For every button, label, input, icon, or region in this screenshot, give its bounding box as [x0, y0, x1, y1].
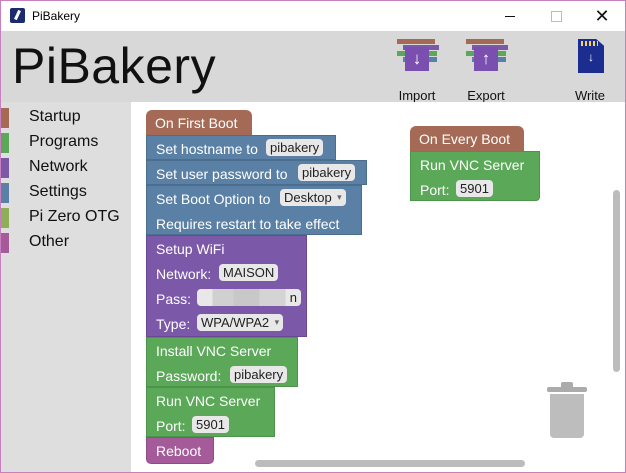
run-vnc-server-block[interactable]: Run VNC Server Port: 5901: [146, 387, 275, 437]
minimize-icon: [505, 15, 515, 17]
minimize-button[interactable]: [487, 1, 533, 31]
import-icon-bar: [397, 39, 435, 44]
write-label: Write: [574, 88, 606, 103]
arrow-up-icon: ↑: [481, 49, 491, 68]
vnc-port-field[interactable]: 5901: [192, 416, 229, 433]
export-icon-bar: [466, 39, 504, 44]
block-label: Port:: [156, 418, 186, 434]
block-title: Run VNC Server: [156, 393, 261, 409]
import-label: Import: [398, 88, 436, 103]
vnc-port-field[interactable]: 5901: [456, 180, 493, 197]
run-vnc-server-block[interactable]: Run VNC Server Port: 5901: [410, 151, 540, 201]
wifi-network-field[interactable]: MAISON: [219, 264, 279, 281]
block-category-sidebar: Startup Programs Network Settings Pi Zer…: [1, 102, 131, 472]
category-color-stripe: [1, 183, 9, 203]
maximize-icon: [550, 10, 562, 22]
reboot-block[interactable]: Reboot: [146, 437, 214, 464]
block-title: Install VNC Server: [156, 343, 272, 359]
trash-lid: [547, 387, 587, 392]
user-password-field[interactable]: pibakery: [298, 164, 356, 181]
block-title: On First Boot: [155, 115, 238, 131]
on-first-boot-block[interactable]: On First Boot: [146, 110, 252, 135]
block-label: Port:: [420, 182, 450, 198]
maximize-button[interactable]: [533, 1, 579, 31]
category-color-stripe: [1, 233, 9, 253]
block-label: Password:: [156, 368, 222, 384]
export-icon: ↑: [464, 39, 510, 73]
block-workspace[interactable]: On First Boot Set hostname to pibakery S…: [131, 102, 625, 472]
block-label: Set hostname to: [156, 141, 258, 157]
block-label: Network:: [156, 266, 212, 282]
category-pi-zero-otg[interactable]: Pi Zero OTG: [1, 206, 131, 228]
hostname-field[interactable]: pibakery: [266, 139, 324, 156]
set-hostname-block[interactable]: Set hostname to pibakery: [146, 135, 336, 160]
sd-card-pins: [581, 41, 598, 46]
header-bar: PiBakery ↓ Import ↑ Export: [1, 31, 625, 103]
sd-card-icon: ↓: [578, 39, 604, 73]
category-other[interactable]: Other: [1, 231, 131, 253]
category-color-stripe: [1, 133, 9, 153]
category-color-stripe: [1, 208, 9, 228]
category-label: Other: [29, 233, 70, 250]
trash-handle: [561, 382, 573, 387]
import-icon: ↓: [395, 39, 441, 73]
trash-bin: [550, 394, 584, 438]
window-title: PiBakery: [32, 9, 81, 23]
vnc-password-field[interactable]: pibakery: [230, 366, 288, 383]
block-title: Setup WiFi: [156, 241, 225, 257]
vertical-scrollbar[interactable]: [613, 190, 620, 372]
wifi-password-field[interactable]: n: [197, 289, 301, 306]
category-label: Pi Zero OTG: [29, 208, 120, 225]
block-label: Pass:: [156, 291, 192, 307]
category-label: Settings: [29, 183, 87, 200]
block-title: Run VNC Server: [420, 157, 525, 173]
close-icon: ✕: [594, 5, 610, 26]
block-note: Requires restart to take effect: [156, 216, 340, 232]
category-settings[interactable]: Settings: [1, 181, 131, 203]
export-icon-badge: [474, 47, 498, 71]
block-label: Type:: [156, 316, 191, 332]
block-label: Set user password to: [156, 166, 288, 182]
category-label: Network: [29, 158, 88, 175]
wifi-password-visible-char: n: [289, 290, 297, 305]
category-network[interactable]: Network: [1, 156, 131, 178]
block-title: Reboot: [156, 443, 202, 459]
close-button[interactable]: ✕: [579, 1, 625, 31]
category-label: Startup: [29, 108, 81, 125]
category-startup[interactable]: Startup: [1, 106, 131, 128]
set-user-password-block[interactable]: Set user password to pibakery: [146, 160, 367, 185]
wifi-type-dropdown[interactable]: WPA/WPA2: [197, 314, 284, 331]
block-label: Set Boot Option to: [156, 191, 271, 207]
horizontal-scrollbar[interactable]: [255, 460, 525, 467]
install-vnc-server-block[interactable]: Install VNC Server Password: pibakery: [146, 337, 298, 387]
trash-icon[interactable]: [547, 382, 587, 442]
category-color-stripe: [1, 108, 9, 128]
set-boot-option-block[interactable]: Set Boot Option to Desktop Requires rest…: [146, 185, 362, 235]
arrow-down-icon: ↓: [412, 49, 422, 68]
category-label: Programs: [29, 133, 99, 150]
arrow-down-icon: ↓: [588, 50, 594, 64]
boot-option-dropdown[interactable]: Desktop: [280, 189, 346, 206]
pibakery-app-icon: [10, 8, 25, 23]
category-programs[interactable]: Programs: [1, 131, 131, 153]
title-bar: PiBakery ✕: [1, 1, 625, 31]
setup-wifi-block[interactable]: Setup WiFi Network: MAISON Pass: n Type:…: [146, 235, 307, 337]
app-logo: PiBakery: [12, 38, 217, 94]
export-label: Export: [467, 88, 505, 103]
block-title: On Every Boot: [419, 131, 511, 147]
category-color-stripe: [1, 158, 9, 178]
import-icon-badge: [405, 47, 429, 71]
on-every-boot-block[interactable]: On Every Boot: [410, 126, 524, 151]
